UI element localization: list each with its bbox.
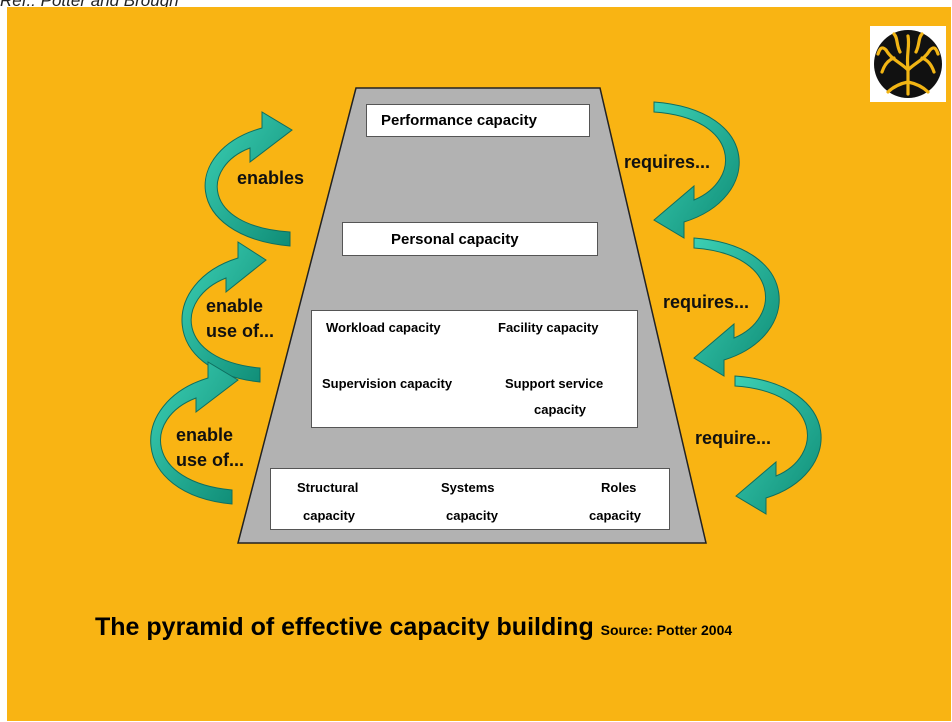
enable-use-label-upper: enable use of...: [206, 294, 274, 344]
enable-use-upper-line1: enable: [206, 296, 264, 316]
enables-label: enables: [237, 168, 305, 188]
left-arrow-1: [204, 111, 293, 247]
support-service-label: Support service: [505, 376, 604, 391]
roles-label: Roles: [601, 480, 637, 495]
title-text: The pyramid of effective capacity buildi…: [95, 613, 594, 641]
support-capacity-label: capacity: [534, 402, 587, 417]
personal-capacity-box: Personal capacity: [342, 222, 598, 256]
right-arrow-2: [693, 237, 780, 377]
enable-use-lower-line2: use of...: [176, 450, 245, 470]
requires-label-1: requires...: [624, 152, 711, 172]
left-arrow-2: [181, 241, 267, 383]
enable-use-lower-line1: enable: [176, 425, 234, 445]
source-text: Source: Potter 2004: [600, 622, 733, 638]
enable-use-upper-line2: use of...: [206, 321, 275, 341]
performance-capacity-label: Performance capacity: [381, 112, 537, 129]
tree-logo-icon: [870, 26, 946, 102]
roles-capacity-label: capacity: [589, 508, 642, 523]
structural-capacity-label: capacity: [303, 508, 356, 523]
enable-use-label-lower: enable use of...: [176, 423, 244, 473]
requires-label-2: requires...: [663, 292, 750, 312]
right-arrow-1: [653, 101, 740, 239]
workload-capacity-label: Workload capacity: [326, 320, 441, 335]
personal-capacity-label: Personal capacity: [391, 231, 519, 248]
diagram-title: The pyramid of effective capacity buildi…: [95, 613, 732, 642]
right-arrow-3: [734, 375, 822, 515]
facility-capacity-label: Facility capacity: [498, 320, 599, 335]
require-label-3: require...: [695, 428, 772, 448]
structural-label: Structural: [297, 480, 359, 495]
supervision-capacity-label: Supervision capacity: [322, 376, 453, 391]
systems-capacity-label: capacity: [446, 508, 499, 523]
reference-header: Ref.: Potter and Brough: [0, 0, 179, 10]
performance-capacity-box: Performance capacity: [366, 104, 590, 137]
systems-label: Systems: [441, 480, 495, 495]
structural-capacity-box: Structural capacity Systems capacity Rol…: [270, 468, 670, 530]
organisational-capacity-box: Workload capacity Facility capacity Supe…: [311, 310, 638, 428]
left-arrow-3: [150, 361, 239, 505]
